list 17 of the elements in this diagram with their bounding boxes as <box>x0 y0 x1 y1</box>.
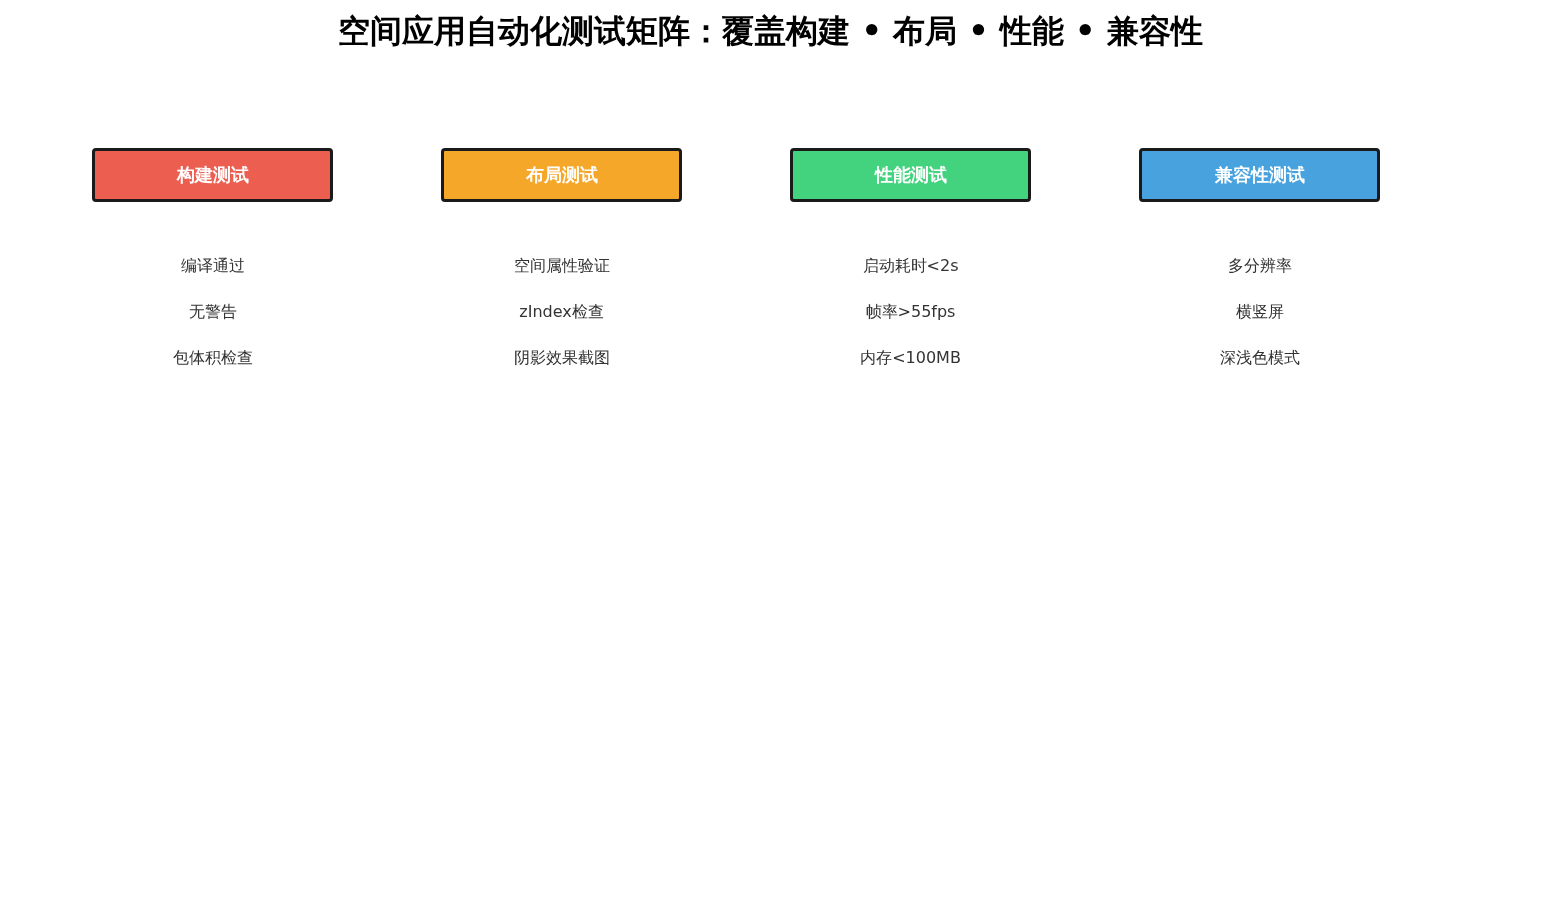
test-item-text: 空间属性验证 <box>513 256 610 277</box>
category-header-box: 兼容性测试 <box>1139 148 1380 202</box>
test-item-text: 启动耗时<2s <box>862 256 959 277</box>
test-item-text: 编译通过 <box>180 256 245 277</box>
category-header-box: 布局测试 <box>441 148 682 202</box>
test-item-text: 多分辨率 <box>1227 256 1292 277</box>
title: 空间应用自动化测试矩阵：覆盖构建 • 布局 • 性能 • 兼容性 <box>338 11 1203 52</box>
category-header-box: 构建测试 <box>92 148 333 202</box>
test-item-text: 阴影效果截图 <box>513 348 610 369</box>
test-item-text: 帧率>55fps <box>865 302 956 323</box>
test-item-text: 横竖屏 <box>1235 302 1284 323</box>
category-header-box: 性能测试 <box>790 148 1031 202</box>
test-item-text: zIndex检查 <box>519 302 604 323</box>
test-item-text: 内存<100MB <box>860 348 961 369</box>
test-item-text: 深浅色模式 <box>1219 348 1300 369</box>
test-item-text: 无警告 <box>188 302 237 323</box>
test-item-text: 包体积检查 <box>172 348 253 369</box>
